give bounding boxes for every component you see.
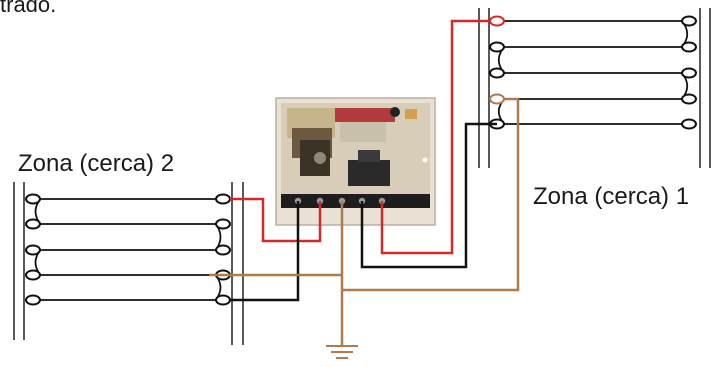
zone-2-label: Zona (cerca) 2 <box>18 150 175 177</box>
insulator-icon <box>489 41 505 53</box>
zone-1-right-post <box>699 8 711 168</box>
insulator-icon <box>25 218 41 230</box>
zone-1-return-wire <box>360 122 497 269</box>
zone-2-return-wire <box>230 201 300 302</box>
zone-1-hot-wire <box>380 19 490 255</box>
ground-symbol-icon <box>326 345 358 359</box>
zone-1-ground-wire <box>342 97 520 292</box>
energizer-control-box <box>275 97 436 226</box>
insulator-icon <box>681 41 697 53</box>
insulator-icon <box>489 67 505 79</box>
zone-2-hot-wire <box>230 197 322 243</box>
insulator-icon <box>215 244 231 256</box>
insulator-icon <box>215 294 231 306</box>
insulator-icon <box>25 269 41 281</box>
zone-1-left-post <box>478 8 490 168</box>
zone-2-fence <box>13 182 244 345</box>
insulator-icon <box>681 93 697 105</box>
insulator-icon <box>681 118 697 130</box>
insulator-icon <box>681 67 697 79</box>
zone-1-label: Zona (cerca) 1 <box>533 183 690 210</box>
zone-2-fence-wires <box>34 198 222 301</box>
insulator-icon <box>681 15 697 27</box>
zone-1-fence <box>478 8 711 168</box>
top-partial-text: trado. <box>0 0 57 17</box>
zone-2-right-post <box>231 182 244 345</box>
zone-1-fence-wires <box>497 20 689 125</box>
insulator-icon <box>25 294 41 306</box>
insulator-icon <box>489 15 505 27</box>
insulator-icon <box>25 244 41 256</box>
insulator-icon <box>25 193 41 205</box>
insulator-icon <box>215 218 231 230</box>
insulator-icon <box>489 93 505 105</box>
insulator-icon <box>215 193 231 205</box>
zone-2-left-post <box>13 182 25 340</box>
zone-1-insulators <box>489 15 697 130</box>
